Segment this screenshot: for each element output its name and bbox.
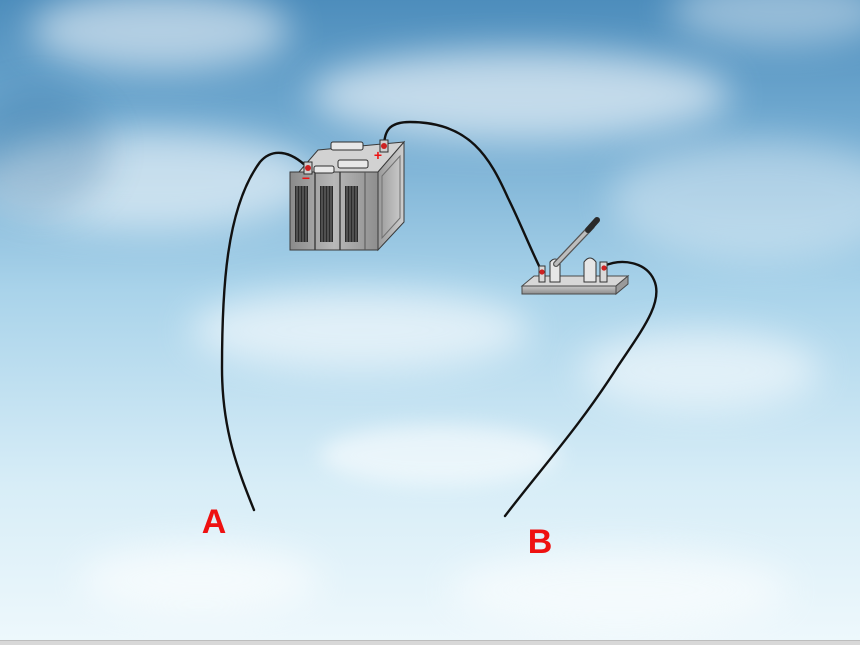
terminal-label-a: A xyxy=(202,503,227,541)
battery-negative-terminal xyxy=(303,161,313,175)
slide-bottom-border xyxy=(0,640,860,645)
battery-minus-sign: − xyxy=(302,170,310,186)
wire-to-terminal-b xyxy=(503,260,658,518)
battery-plus-sign: + xyxy=(374,147,382,163)
knife-switch xyxy=(520,217,630,296)
terminal-label-b: B xyxy=(528,523,553,561)
battery-positive-terminal xyxy=(379,139,389,153)
wire-battery-to-switch xyxy=(382,120,544,274)
battery: + − xyxy=(289,139,406,252)
wire-to-terminal-a xyxy=(220,151,310,512)
